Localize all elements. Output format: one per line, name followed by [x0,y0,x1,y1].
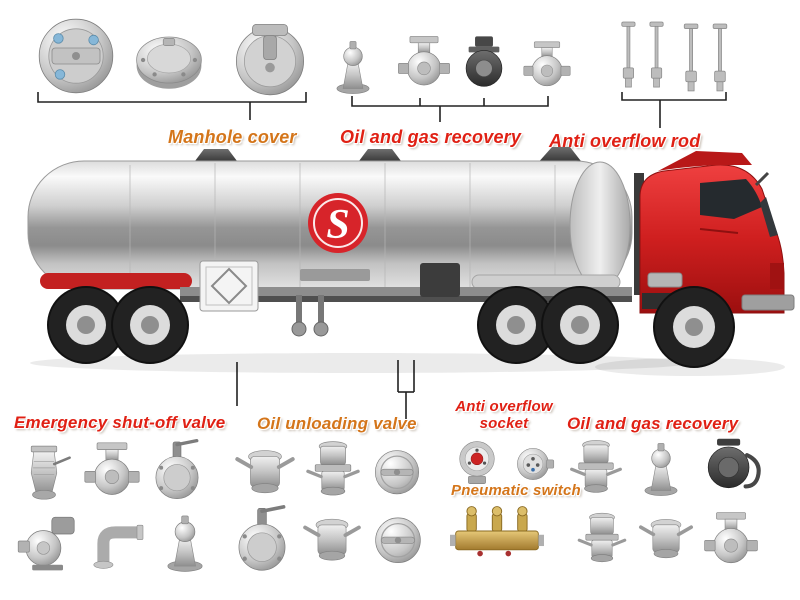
breather-valve-icon [322,34,384,96]
emergency-shutoff-valve-1-icon [12,440,76,506]
label-oil-gas-recovery-bottom: Oil and gas recovery [567,414,739,433]
unloading-adapter-icon [300,436,366,504]
camlock-coupling-1-icon [232,438,298,504]
label-anti-overflow-socket-line1: Anti overflow [455,398,553,415]
label-manhole-cover: Manhole cover [168,127,297,147]
recovery-valve-icon [392,28,456,96]
blind-cap-2-icon [366,506,430,572]
camlock-coupling-2-icon [300,506,364,572]
wheels [47,286,619,364]
manhole-cover-plate-icon [33,16,119,96]
emergency-shutoff-pump-icon [12,506,86,576]
tanker-truck-illustration: S [27,147,795,376]
recovery-adapter-2-icon [572,504,632,574]
recovery-camlock-icon [636,506,696,570]
recovery-valve-small-icon [518,34,576,96]
label-oil-unloading-valve: Oil unloading valve [257,414,417,433]
pneumatic-switch-manifold-icon [450,502,544,560]
emergency-shutoff-valve-4-icon [152,506,218,576]
overflow-socket-red-icon [450,434,504,488]
logo-letter: S [326,202,349,248]
emergency-shutoff-valve-3-icon [144,438,210,504]
blind-cap-1-icon [366,440,428,502]
label-emergency-shutoff-valve: Emergency shut-off valve [14,413,226,432]
manhole-cover-disc-icon [126,24,212,96]
toolbox [199,260,259,312]
recovery-valve-dark-icon [452,28,516,96]
label-anti-overflow-socket: Anti overflow socket [452,398,556,432]
recovery-valve-flanged-icon [698,504,764,574]
label-pneumatic-switch: Pneumatic switch [451,482,581,499]
chassis [180,263,632,337]
cab [634,151,795,314]
recovery-breather-icon [630,434,692,500]
anti-overflow-rod-pair-2-icon [666,18,742,100]
label-anti-overflow-rod: Anti overflow rod [549,131,701,151]
emergency-shutoff-elbow-icon [88,512,150,572]
manhole-cover-latch-icon [226,18,314,98]
overflow-socket-pins-icon [506,438,560,490]
tank-logo: S [308,193,368,253]
recovery-adapter-1-icon [564,434,628,502]
label-anti-overflow-socket-line2: socket [479,414,529,432]
cab-wheel [653,286,735,368]
label-oil-gas-recovery-top: Oil and gas recovery [340,127,522,147]
emergency-shutoff-valve-2-icon [78,436,146,504]
recovery-reel-icon [696,432,768,500]
butterfly-valve-icon [226,504,298,576]
